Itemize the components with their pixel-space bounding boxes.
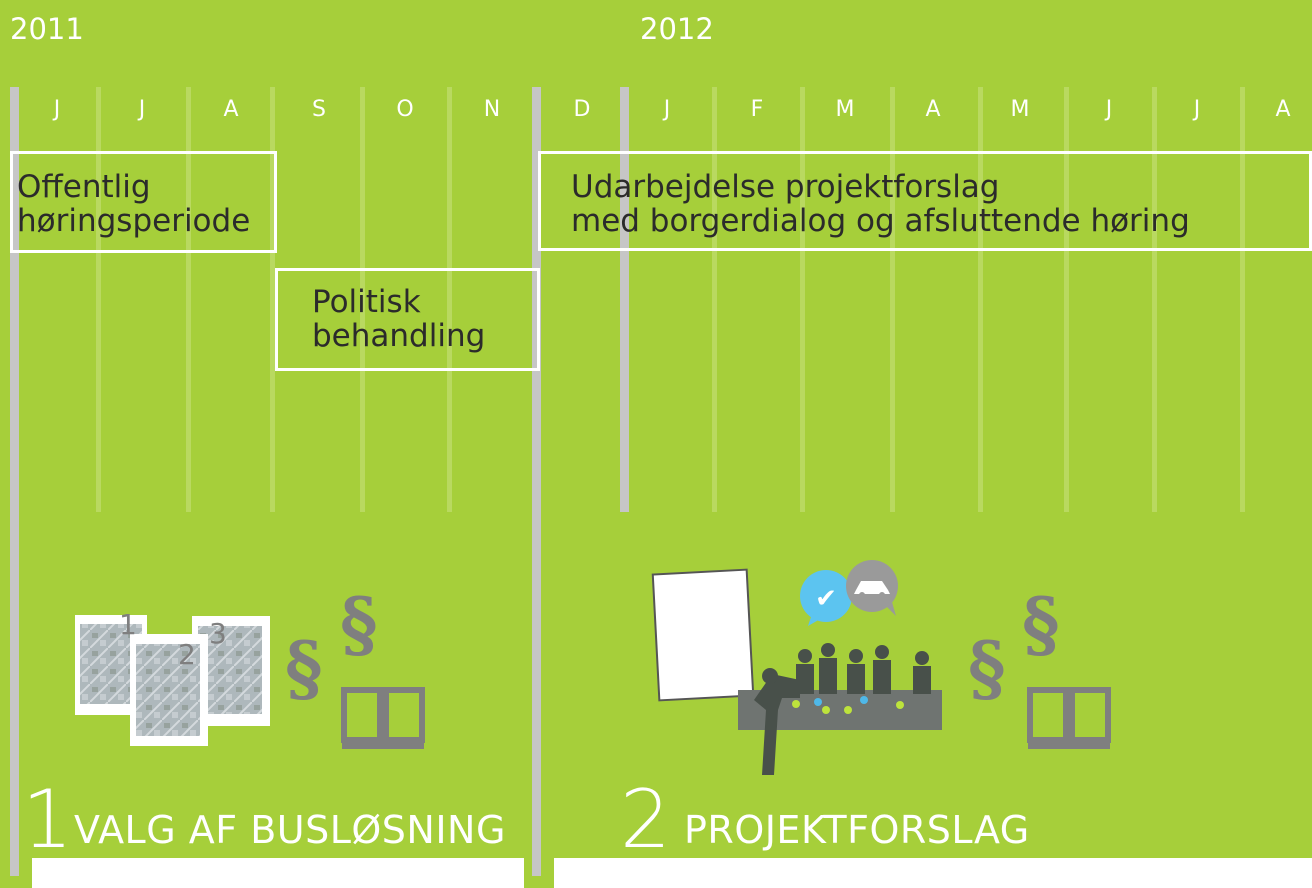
month-label: S — [312, 97, 326, 122]
svg-text:✔: ✔ — [815, 584, 837, 614]
citizen-dialogue-illustration: ✔ — [651, 560, 942, 775]
task-box-project-proposal: Udarbejdelse projektforslag med borgerdi… — [538, 151, 1312, 251]
task-box-political: Politisk behandling — [275, 268, 540, 371]
month-label: J — [663, 97, 671, 122]
book-icon — [1027, 687, 1111, 749]
month-gridline — [1152, 87, 1157, 512]
month-label: F — [750, 97, 764, 122]
phase-description-bar — [32, 858, 524, 888]
month-gridline — [890, 87, 895, 512]
month-label: M — [835, 97, 855, 122]
month-gridline-bold — [620, 87, 629, 512]
month-gridline — [712, 87, 717, 512]
month-label: M — [1010, 97, 1030, 122]
task-label-line: Udarbejdelse projektforslag — [571, 169, 1000, 205]
map-number-label: 3 — [209, 617, 227, 650]
check-bubble-icon — [800, 570, 852, 622]
timeline-divider-year — [532, 87, 541, 876]
phase-description-bar — [554, 858, 1312, 888]
month-gridline — [800, 87, 805, 512]
month-label: A — [223, 97, 239, 122]
task-label-line: Politisk — [312, 284, 421, 320]
month-gridline — [270, 87, 275, 512]
month-label: J — [138, 97, 146, 122]
year-label-2012: 2012 — [640, 12, 714, 46]
month-gridline — [1064, 87, 1069, 512]
month-gridline — [1240, 87, 1245, 512]
task-label-line: behandling — [312, 318, 486, 354]
phase-number: 1 — [22, 773, 73, 866]
month-label: O — [396, 97, 414, 122]
map-number-label: 2 — [178, 638, 196, 671]
section-sign-icon: § — [968, 625, 1006, 710]
timeline-divider-left — [10, 87, 19, 876]
phase-number: 2 — [620, 773, 671, 866]
phase-title: PROJEKTFORSLAG — [684, 808, 1030, 852]
month-gridline — [96, 87, 101, 512]
year-label-2011: 2011 — [10, 12, 84, 46]
task-label-line: høringsperiode — [17, 203, 251, 239]
month-gridline — [978, 87, 983, 512]
map-number-label: 1 — [119, 608, 137, 641]
month-label: D — [573, 97, 591, 122]
month-gridline — [186, 87, 191, 512]
task-box-hearing: Offentlig høringsperiode — [10, 151, 277, 253]
book-icon — [341, 687, 425, 749]
task-label-line: med borgerdialog og afsluttende høring — [571, 203, 1190, 239]
map-alternatives-illustration: 1 2 3 — [72, 608, 277, 772]
task-label-line: Offentlig — [17, 169, 151, 205]
month-gridline — [447, 87, 452, 512]
month-gridline — [360, 87, 365, 512]
section-sign-icon: § — [340, 581, 378, 666]
month-label: J — [1193, 97, 1201, 122]
month-label: J — [1105, 97, 1113, 122]
month-label: A — [925, 97, 941, 122]
phase-title: VALG AF BUSLØSNING — [74, 808, 506, 852]
month-label: A — [1275, 97, 1291, 122]
section-sign-icon: § — [285, 625, 323, 710]
month-label: N — [483, 97, 501, 122]
map-stack-icon — [75, 615, 270, 746]
section-sign-icon: § — [1022, 581, 1060, 666]
month-label: J — [53, 97, 61, 122]
